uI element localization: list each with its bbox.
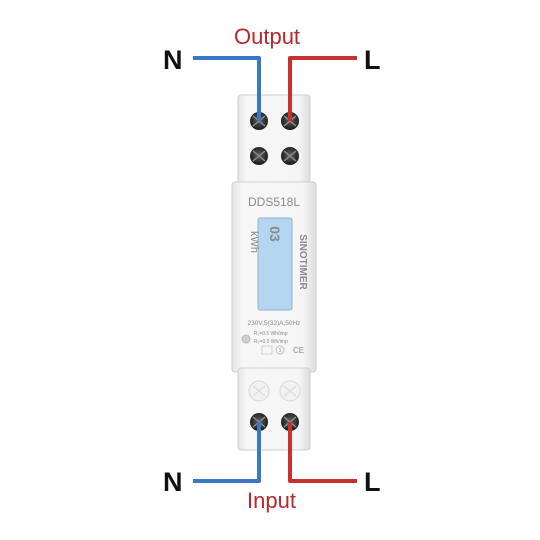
label-top-live: L — [364, 45, 381, 75]
label-bottom-live: L — [364, 467, 381, 497]
mark-1-circle — [275, 345, 285, 355]
wire-neutral-output — [193, 56, 261, 121]
lcd-screen — [257, 217, 293, 311]
lcd-value: 03 — [267, 226, 283, 242]
mark-box — [261, 345, 273, 355]
mark-1: 1 — [279, 348, 282, 354]
label-output: Output — [234, 24, 301, 49]
spec-line-1: R₁=0.5 Wh/imp — [254, 331, 288, 337]
wire-neutral-input — [193, 422, 261, 483]
label-input: Input — [247, 488, 296, 513]
wire-live-output — [288, 56, 357, 121]
pulse-led — [241, 334, 251, 344]
label-bottom-neutral: N — [163, 467, 183, 497]
spec-line-2: R₂=0.5 Wh/imp — [254, 339, 288, 345]
model-label: DDS518L — [248, 195, 300, 209]
brand-label: SINOTIMER — [297, 234, 308, 290]
label-top-neutral: N — [163, 45, 183, 75]
energy-meter: DDS518L kWh 03 SINOTIMER 230V,5(32)A,50H… — [231, 94, 317, 451]
mark-2: CE — [293, 346, 304, 355]
unit-label: kWh — [248, 231, 260, 253]
wire-live-input — [288, 422, 357, 483]
rating-label: 230V,5(32)A,50Hz — [248, 320, 301, 327]
